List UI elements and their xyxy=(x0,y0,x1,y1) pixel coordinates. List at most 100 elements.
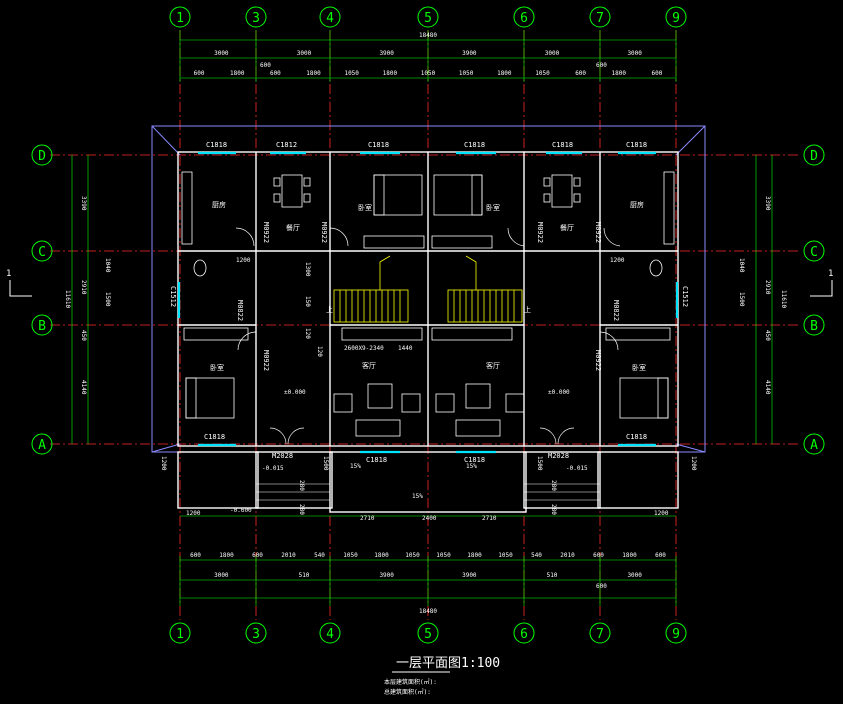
svg-text:4: 4 xyxy=(326,627,334,642)
window-label-7: C1818 xyxy=(204,433,225,441)
dim-bottom-row1-1: 1800 xyxy=(219,552,234,559)
dim-bottom-row1-9: 1800 xyxy=(467,552,482,559)
door-label-3: M0822 xyxy=(236,300,244,321)
dim-top-mid-0: 600 xyxy=(260,62,271,69)
dim-top-row2-7: 1050 xyxy=(459,70,474,77)
dim-right-total: 11610 xyxy=(780,290,787,308)
door-label-1: M0922 xyxy=(262,222,270,243)
svg-text:7: 7 xyxy=(596,627,604,642)
door-label-6: M0922 xyxy=(594,222,602,243)
door-label-8: M0922 xyxy=(594,350,602,371)
grid-bubble-row-A-left: A xyxy=(31,433,53,455)
dim-left-total: 11610 xyxy=(64,290,71,308)
room-dining-left: 餐厅 xyxy=(286,223,300,232)
svg-text:7: 7 xyxy=(596,11,604,26)
elevation-outside: -0.600 xyxy=(230,507,252,514)
door-swings xyxy=(235,227,621,445)
dim-bottom-row1-6: 1800 xyxy=(374,552,389,559)
svg-text:1: 1 xyxy=(176,11,184,26)
dim-bottom-row1-0: 600 xyxy=(190,552,201,559)
room-living-left: 客厅 xyxy=(362,361,376,370)
door-label-5: M0922 xyxy=(536,222,544,243)
dim-bottom-row1-8: 1050 xyxy=(436,552,451,559)
grid-bubble-col-3-bottom: 3 xyxy=(245,622,267,644)
dim-front-small-7: 1200 xyxy=(236,257,251,264)
dim-top-row2-1: 1800 xyxy=(230,70,245,77)
grid-bubble-row-D-right: D xyxy=(803,144,825,166)
svg-text:C: C xyxy=(810,245,818,260)
dim-top-row1-5: 3000 xyxy=(627,50,642,57)
grid-bubble-row-D-left: D xyxy=(31,144,53,166)
dimension-ticks xyxy=(179,30,677,606)
svg-text:A: A xyxy=(38,438,46,453)
room-living-right: 客厅 xyxy=(486,361,500,370)
grid-bubble-col-3-top: 3 xyxy=(245,6,267,28)
dim-bottom-row1-12: 2010 xyxy=(560,552,575,559)
stairs xyxy=(333,255,523,323)
window-label-2: C1812 xyxy=(276,141,297,149)
dim-front-small-2: 280 xyxy=(298,504,305,515)
dim-left-v2: 2910 xyxy=(80,280,87,295)
dim-mid-v4: 120 xyxy=(316,346,323,357)
svg-text:D: D xyxy=(38,149,46,164)
dim-overall-top: 18480 xyxy=(419,32,437,39)
dim-bottom-row1-3: 2010 xyxy=(281,552,296,559)
dim-top-mid-1: 600 xyxy=(596,62,607,69)
porch-steps xyxy=(256,483,600,501)
dim-top-row2-12: 600 xyxy=(652,70,663,77)
dim-right-inner-2: 1500 xyxy=(738,292,745,307)
dim-bottom-row2-0: 3000 xyxy=(214,572,229,579)
section-mark-left: 1 xyxy=(6,269,11,279)
svg-text:A: A xyxy=(810,438,818,453)
dim-left-inner-1: 1040 xyxy=(104,258,111,273)
dim-top-row2-0: 600 xyxy=(194,70,205,77)
grid-bubble-col-5-bottom: 5 xyxy=(417,622,439,644)
note-floor-area: 本层建筑面积(㎡): xyxy=(384,678,437,686)
dim-bottom-row1-13: 600 xyxy=(593,552,604,559)
tv-label-2: 1440 xyxy=(398,345,413,352)
dim-right-v2: 2910 xyxy=(764,280,771,295)
grid-bubble-col-6-top: 6 xyxy=(513,6,535,28)
dim-top-row2-8: 1800 xyxy=(497,70,512,77)
text-layer: 18480 18480 厨房 厨房 餐厅 餐厅 卧室 卧室 卧室 卧室 客厅 客… xyxy=(6,32,833,696)
dim-right-inner-1: 1040 xyxy=(738,258,745,273)
room-kitchen-right: 厨房 xyxy=(630,200,644,209)
dim-front-1: 2710 xyxy=(360,515,375,522)
dim-bottom-row2-5: 3000 xyxy=(627,572,642,579)
dim-bottom-row1-4: 540 xyxy=(314,552,325,559)
grid-bubble-col-7-top: 7 xyxy=(589,6,611,28)
dim-top-row2-11: 1800 xyxy=(612,70,627,77)
room-bedroom-2: 卧室 xyxy=(486,203,500,212)
elevation-floor-left: ±0.000 xyxy=(284,389,306,396)
slope-3: 15% xyxy=(412,493,423,500)
dim-overall-bottom: 18480 xyxy=(419,608,437,615)
svg-text:1: 1 xyxy=(176,627,184,642)
grid-bubble-col-5-top: 5 xyxy=(417,6,439,28)
dim-front-3: 2710 xyxy=(482,515,497,522)
window-label-8: C1818 xyxy=(626,433,647,441)
dim-bottom-row2-3: 3900 xyxy=(462,572,477,579)
dim-right-v4: 4140 xyxy=(764,380,771,395)
dim-bottom-row1-14: 1800 xyxy=(622,552,637,559)
window-label-6: C1818 xyxy=(626,141,647,149)
dim-left-v3: 450 xyxy=(80,330,87,341)
svg-text:3: 3 xyxy=(252,627,260,642)
window-label-10: C1818 xyxy=(464,456,485,464)
dim-bottom-row1-5: 1050 xyxy=(343,552,358,559)
window-label-3: C1818 xyxy=(368,141,389,149)
dim-front-small-4: 280 xyxy=(550,504,557,515)
dim-top-row2-10: 600 xyxy=(575,70,586,77)
grid-bubble-row-A-right: A xyxy=(803,433,825,455)
dim-left-v1: 3390 xyxy=(80,196,87,211)
dim-bottom-row1-2: 600 xyxy=(252,552,263,559)
slope-2: 15% xyxy=(466,463,477,470)
dim-bottom-row2-4: 510 xyxy=(547,572,558,579)
dim-top-row1-3: 3900 xyxy=(462,50,477,57)
window-label-5: C1818 xyxy=(552,141,573,149)
grid-bubble-row-C-left: C xyxy=(31,240,53,262)
dim-bottom-row1-15: 600 xyxy=(655,552,666,559)
dim-front-side-2: 1200 xyxy=(654,510,669,517)
dim-left-v4: 4140 xyxy=(80,380,87,395)
